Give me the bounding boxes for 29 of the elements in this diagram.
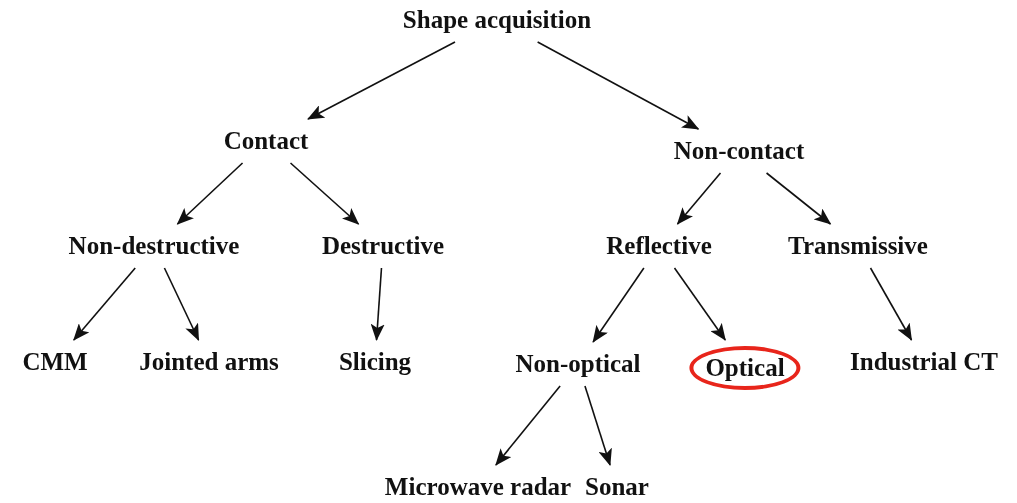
category-label: Non-optical [511,348,645,380]
category-label: CMM [18,346,92,378]
category-label: Contact [219,125,313,157]
arrow [869,267,913,341]
arrow [370,267,385,341]
arrow [673,267,727,341]
category-label: Non-destructive [64,230,244,262]
arrow [289,162,360,225]
arrow [536,41,700,130]
circled-label: Optical [689,346,801,390]
arrow [163,267,200,341]
arrow [592,267,645,343]
category-label: Transmissive [784,230,932,262]
category-label: Jointed arms [135,346,283,378]
arrow [176,162,244,225]
arrow [676,172,722,225]
arrow [73,267,136,341]
category-label: Sonar [581,471,653,503]
arrow [584,385,612,466]
category-label: Destructive [317,230,449,262]
arrow [495,385,561,466]
category-label: Reflective [602,230,716,262]
arrow [307,41,456,120]
category-label: Shape acquisition [398,4,596,36]
category-label: Microwave radar [380,471,576,503]
category-label: Industrial CT [846,346,1002,378]
category-label: Non-contact [669,135,809,167]
category-label: Slicing [334,346,416,378]
arrow [765,172,832,225]
